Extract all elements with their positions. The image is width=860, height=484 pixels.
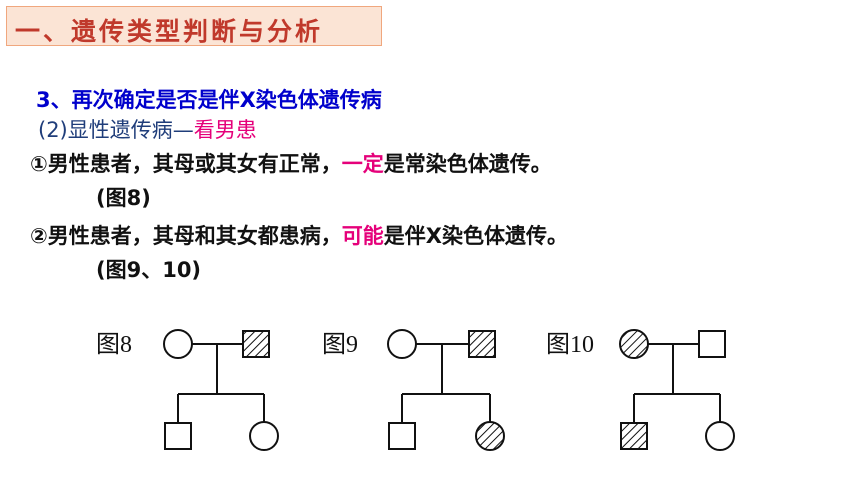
rule-1-suffix: 是常染色体遗传。 bbox=[383, 152, 552, 176]
slide-title: 一、遗传类型判断与分析 bbox=[15, 17, 324, 46]
rule-2-prefix: ②男性患者，其母和其女都患病， bbox=[30, 224, 342, 248]
figure-label: 图8 bbox=[96, 332, 132, 358]
rule-2-highlight: 可能 bbox=[341, 224, 384, 248]
rule-2: ②男性患者，其母和其女都患病，可能是伴X染色体遗传。 bbox=[30, 222, 568, 250]
mother-circle bbox=[387, 329, 417, 359]
father-square bbox=[468, 330, 496, 358]
father-square bbox=[698, 330, 726, 358]
father-square bbox=[242, 330, 270, 358]
subheading-dominant: (2)显性遗传病—看男患 bbox=[38, 116, 257, 144]
son-square bbox=[620, 422, 648, 450]
rule-2-suffix: 是伴X染色体遗传。 bbox=[383, 224, 568, 248]
son-square bbox=[388, 422, 416, 450]
title-banner: 一、遗传类型判断与分析 bbox=[6, 6, 382, 46]
mother-circle bbox=[163, 329, 193, 359]
heading-sex-linked: 3、再次确定是否是伴X染色体遗传病 bbox=[36, 88, 382, 112]
rule-1-ref: (图8) bbox=[96, 186, 151, 210]
son-square bbox=[164, 422, 192, 450]
daughter-circle bbox=[249, 421, 279, 451]
daughter-circle bbox=[475, 421, 505, 451]
rule-1-highlight: 一定 bbox=[341, 152, 384, 176]
subheading-text: (2)显性遗传病— bbox=[38, 118, 194, 142]
rule-1-prefix: ①男性患者，其母或其女有正常， bbox=[30, 152, 342, 176]
rule-2-ref: (图9、10) bbox=[96, 258, 202, 282]
figure-label: 图10 bbox=[546, 332, 594, 358]
figure-label: 图9 bbox=[322, 332, 358, 358]
daughter-circle bbox=[705, 421, 735, 451]
rule-1: ①男性患者，其母或其女有正常，一定是常染色体遗传。 bbox=[30, 150, 552, 178]
subheading-highlight: 看男患 bbox=[193, 118, 257, 142]
mother-circle bbox=[619, 329, 649, 359]
